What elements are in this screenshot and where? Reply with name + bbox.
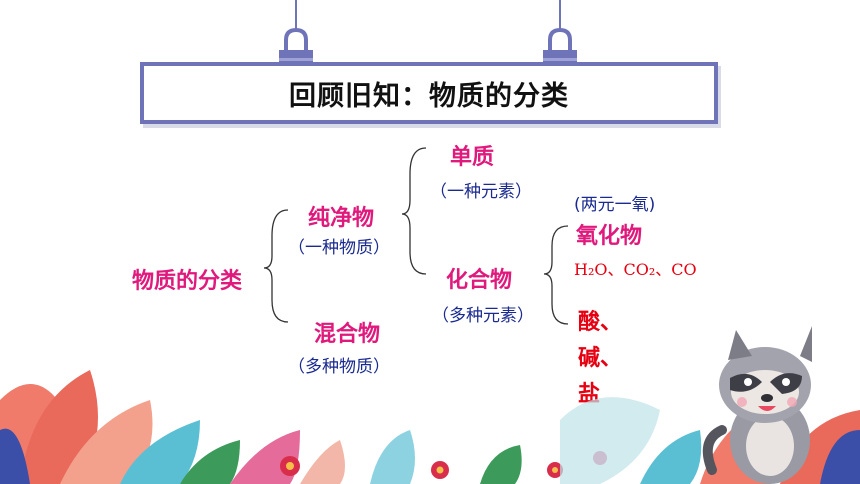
- pure-substance-note: （一种物质）: [288, 238, 390, 258]
- mixture-label: 混合物: [314, 322, 381, 347]
- pure-substance-label: 纯净物: [308, 206, 375, 231]
- brace-root-icon: [263, 209, 289, 323]
- element-note: （一种元素）: [430, 182, 532, 202]
- page-title: 回顾旧知：物质的分类: [289, 80, 569, 112]
- compound-note: （多种元素）: [432, 306, 534, 326]
- title-box: 回顾旧知：物质的分类: [140, 62, 718, 124]
- oxide-note: (两元一氧): [574, 195, 656, 215]
- oxide-examples: H₂O、CO₂、CO: [574, 260, 697, 279]
- element-label: 单质: [450, 145, 495, 170]
- root-label: 物质的分类: [132, 269, 243, 294]
- mixture-note: （多种物质）: [288, 357, 390, 377]
- brace-pure-icon: [401, 147, 427, 275]
- compound-label: 化合物: [446, 268, 513, 293]
- base-label: 碱、: [578, 346, 623, 371]
- oxide-label: 氧化物: [576, 224, 643, 249]
- brace-compound-icon: [543, 225, 569, 325]
- acid-label: 酸、: [578, 310, 623, 335]
